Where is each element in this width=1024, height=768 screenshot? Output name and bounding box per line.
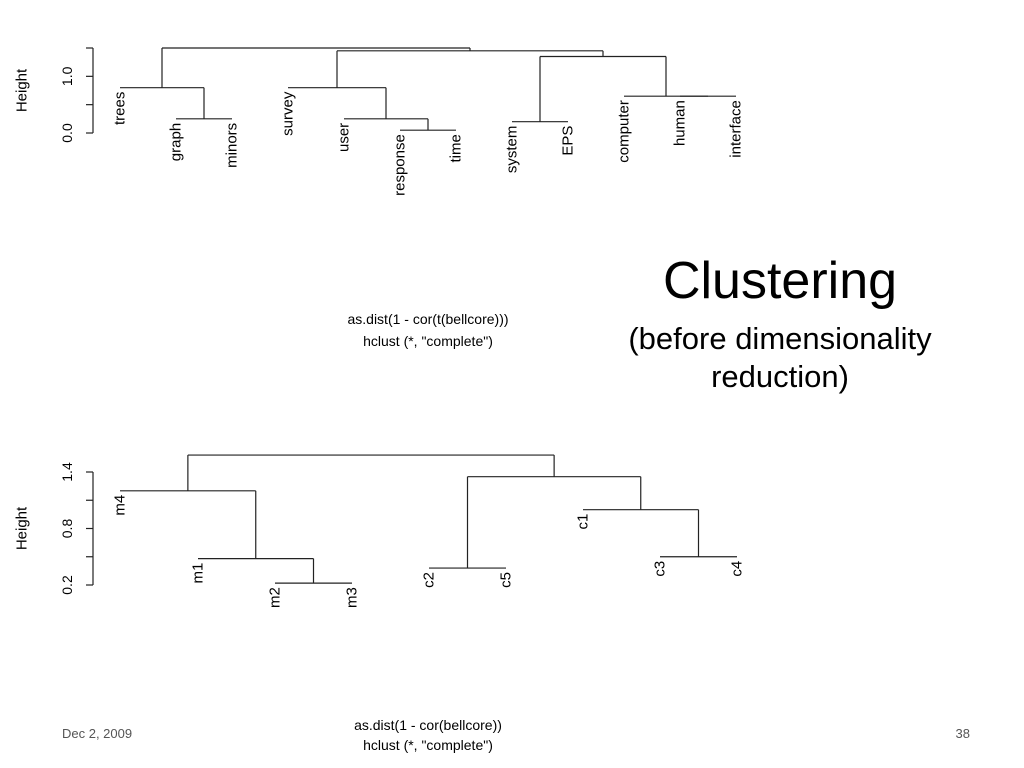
footer-date: Dec 2, 2009 [62, 726, 133, 741]
leaf-label: human [672, 100, 689, 146]
y-axis-label: Height [14, 68, 31, 112]
leaf-label: c4 [729, 561, 746, 577]
caption-line: hclust (*, "complete") [363, 737, 493, 753]
leaf-label: m3 [344, 587, 361, 608]
page-number: 38 [955, 726, 970, 741]
leaf-label: response [392, 134, 409, 196]
title-block: Clustering (before dimensionality reduct… [560, 250, 1000, 396]
leaf-label: computer [616, 100, 633, 163]
y-tick-label: 0.0 [59, 123, 75, 143]
slide-subtitle: (before dimensionality reduction) [628, 321, 932, 394]
leaf-label: user [336, 123, 353, 152]
leaf-label: survey [280, 91, 297, 136]
y-tick-label: 0.8 [59, 519, 75, 539]
leaf-label: interface [728, 100, 745, 158]
leaf-label: m2 [267, 587, 284, 608]
leaf-label: m1 [190, 563, 207, 584]
leaf-label: c5 [498, 572, 515, 588]
leaf-label: c2 [421, 572, 438, 588]
leaf-label: minors [224, 123, 241, 168]
leaf-label: system [504, 126, 521, 174]
y-tick-label: 1.4 [59, 462, 75, 482]
caption-line: as.dist(1 - cor(t(bellcore))) [347, 311, 508, 327]
leaf-label: c3 [652, 561, 669, 577]
leaf-label: EPS [560, 126, 577, 156]
y-tick-label: 1.0 [59, 66, 75, 86]
y-tick-label: 0.2 [59, 575, 75, 595]
leaf-label: trees [112, 92, 129, 125]
leaf-label: time [448, 134, 465, 162]
slide-title: Clustering [662, 252, 898, 310]
leaf-label: c1 [575, 514, 592, 530]
leaf-label: m4 [112, 495, 129, 516]
leaf-label: graph [168, 123, 185, 161]
caption-line: as.dist(1 - cor(bellcore)) [354, 717, 502, 733]
dendrogram-1: 0.0 1.0 Height trees graph minors survey user re… [14, 47, 745, 349]
caption-line: hclust (*, "complete") [363, 333, 493, 349]
y-axis-label: Height [14, 506, 31, 550]
